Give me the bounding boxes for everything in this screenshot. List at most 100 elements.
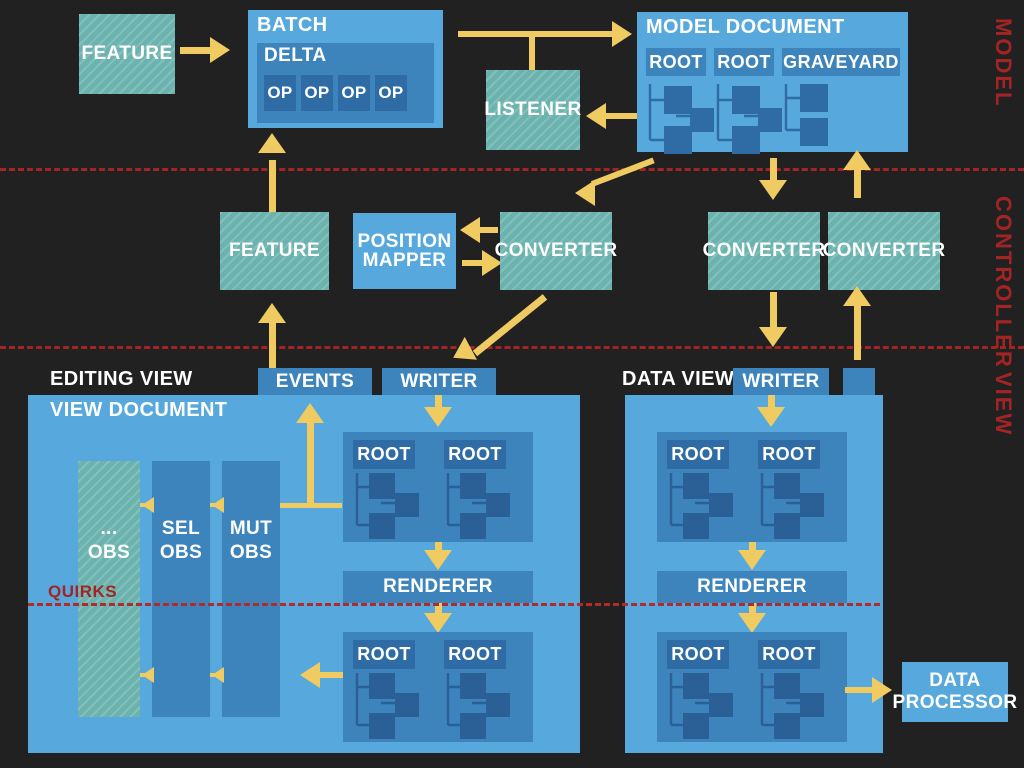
- data-processor-line1: DATA: [929, 670, 981, 692]
- observer-1-line1: SEL: [161, 518, 201, 539]
- batch-box[interactable]: BATCH DELTA OP OP OP OP: [248, 10, 443, 128]
- data-processor-box[interactable]: DATA PROCESSOR: [893, 662, 1017, 722]
- band-label-view: VIEW: [991, 372, 1016, 437]
- observer-column-2[interactable]: MUT OBS: [222, 461, 280, 717]
- controller-feature-box[interactable]: FEATURE: [220, 212, 329, 290]
- arrow-converter-to-document-head: [843, 150, 871, 170]
- position-mapper-line1: POSITION: [357, 230, 452, 252]
- delta-op-2[interactable]: OP: [338, 75, 370, 111]
- editing-view-tab-events[interactable]: EVENTS: [258, 368, 372, 395]
- data-root-top-0[interactable]: ROOT: [667, 440, 729, 469]
- model-document-box[interactable]: MODEL DOCUMENT ROOT ROOT GRAVEYARD: [637, 12, 908, 154]
- arrow-bottom-tree-to-observers-shaft: [318, 672, 358, 678]
- editing-root-bottom-0[interactable]: ROOT: [353, 640, 415, 669]
- arrow-converter-to-document-shaft: [854, 166, 861, 198]
- observer-link-0-head: [142, 497, 154, 513]
- data-root-bottom-0[interactable]: ROOT: [667, 640, 729, 669]
- band-separator-controller-view: [0, 346, 1024, 349]
- editing-view-panel[interactable]: VIEW DOCUMENT ... OBS SEL OBS MUT OBS: [28, 395, 580, 753]
- arrow-data-writer-to-tree-shaft: [768, 395, 775, 411]
- arrow-data-tree-to-renderer-shaft: [749, 542, 756, 554]
- model-root-1[interactable]: ROOT: [714, 48, 774, 76]
- model-feature-box[interactable]: FEATURE: [79, 14, 175, 94]
- controller-converter-2[interactable]: CONVERTER: [823, 212, 945, 290]
- arrow-document-to-listener-shaft: [605, 113, 637, 119]
- editing-renderer[interactable]: RENDERER: [343, 571, 533, 603]
- arrow-converter-to-writer-head: [447, 336, 477, 370]
- model-root-2-graveyard[interactable]: GRAVEYARD: [782, 48, 900, 76]
- data-tree-top-1: [758, 471, 838, 539]
- editing-root-top-0[interactable]: ROOT: [353, 440, 415, 469]
- arrow-document-to-converter-right-head: [759, 180, 787, 200]
- observer-0-line2: OBS: [87, 541, 131, 563]
- arrow-converter-to-dataview-shaft: [770, 292, 777, 332]
- arrow-converter-to-dataview-head: [759, 327, 787, 347]
- arrow-feature-to-batch-shaft: [180, 47, 212, 54]
- editing-tree-top-0: [353, 471, 433, 539]
- arrow-writer-to-tree-head: [424, 407, 452, 427]
- editing-view-tab-writer[interactable]: WRITER: [382, 368, 496, 395]
- delta-title: DELTA: [264, 45, 327, 66]
- observer-2-line2: OBS: [229, 541, 273, 563]
- position-mapper-box[interactable]: POSITION MAPPER: [353, 213, 456, 289]
- data-root-bottom-1[interactable]: ROOT: [758, 640, 820, 669]
- data-tree-container-bottom[interactable]: ROOT ROOT: [657, 632, 847, 742]
- data-tree-bottom-0: [667, 671, 747, 739]
- data-view-tab-writer[interactable]: WRITER: [733, 368, 829, 395]
- arrow-events-to-feature-shaft: [269, 322, 276, 368]
- arrow-feature-to-batch-head: [210, 37, 230, 63]
- data-view-title: DATA VIEW: [622, 368, 735, 390]
- data-processor-line2: PROCESSOR: [892, 692, 1018, 713]
- editing-tree-bottom-1: [444, 671, 524, 739]
- data-view-panel[interactable]: ROOT ROOT RENDERER: [625, 395, 883, 753]
- quirks-label: QUIRKS: [48, 582, 118, 601]
- editing-root-bottom-1[interactable]: ROOT: [444, 640, 506, 669]
- delta-box[interactable]: DELTA OP OP OP OP: [257, 43, 434, 123]
- editing-view-title: EDITING VIEW: [50, 368, 193, 390]
- arrow-converter-to-mapper-head: [460, 217, 480, 243]
- data-tree-top-0: [667, 471, 747, 539]
- arrow-document-to-converter-head: [575, 180, 595, 206]
- data-tree-container-top[interactable]: ROOT ROOT: [657, 432, 847, 542]
- editing-tree-container-bottom[interactable]: ROOT ROOT: [343, 632, 533, 742]
- arrow-batch-to-document-head: [612, 21, 632, 47]
- observer-2-line1: MUT: [229, 518, 273, 539]
- arrow-tree-to-renderer-shaft: [435, 542, 442, 554]
- observer-column-1[interactable]: SEL OBS: [152, 461, 210, 717]
- arrow-document-to-listener-head: [586, 103, 606, 129]
- observer-link-bottom-1-head: [212, 667, 224, 683]
- delta-op-1[interactable]: OP: [301, 75, 333, 111]
- data-root-top-1[interactable]: ROOT: [758, 440, 820, 469]
- delta-op-3[interactable]: OP: [375, 75, 407, 111]
- arrow-dataview-to-converter-shaft: [854, 300, 861, 360]
- events-riser-shaft: [307, 420, 314, 506]
- model-root-0[interactable]: ROOT: [646, 48, 706, 76]
- arrow-renderer-to-bottom-tree-shaft: [435, 603, 442, 617]
- batch-title: BATCH: [257, 14, 328, 36]
- position-mapper-line2: MAPPER: [362, 250, 447, 271]
- arrow-events-to-feature-head: [258, 303, 286, 323]
- arrow-document-to-converter-right-shaft: [770, 158, 777, 186]
- delta-op-0[interactable]: OP: [264, 75, 296, 111]
- editing-root-top-1[interactable]: ROOT: [444, 440, 506, 469]
- observer-column-0[interactable]: ... OBS: [78, 461, 140, 717]
- model-document-title: MODEL DOCUMENT: [646, 16, 845, 38]
- observer-1-line2: OBS: [159, 541, 203, 563]
- view-document-title: VIEW DOCUMENT: [50, 399, 228, 421]
- arrow-batch-to-document-shaft: [458, 31, 620, 37]
- data-renderer[interactable]: RENDERER: [657, 571, 847, 603]
- band-label-controller: CONTROLLER: [991, 196, 1016, 369]
- editing-tree-container-top[interactable]: ROOT ROOT: [343, 432, 533, 542]
- arrow-bottom-tree-to-observers-head: [300, 662, 320, 688]
- data-view-tab-extra[interactable]: [843, 368, 875, 395]
- controller-converter-1[interactable]: CONVERTER: [703, 212, 825, 290]
- arrow-writer-to-tree-shaft: [435, 395, 442, 411]
- arrow-feature-to-batch-up-head: [258, 133, 286, 153]
- observer-link-bottom-0-head: [142, 667, 154, 683]
- controller-converter-0[interactable]: CONVERTER: [495, 212, 617, 290]
- branch-to-listener-shaft: [529, 33, 535, 71]
- arrow-data-renderer-to-bottom-head: [738, 613, 766, 633]
- listener-box[interactable]: LISTENER: [484, 70, 581, 150]
- model-tree-0: [646, 78, 722, 154]
